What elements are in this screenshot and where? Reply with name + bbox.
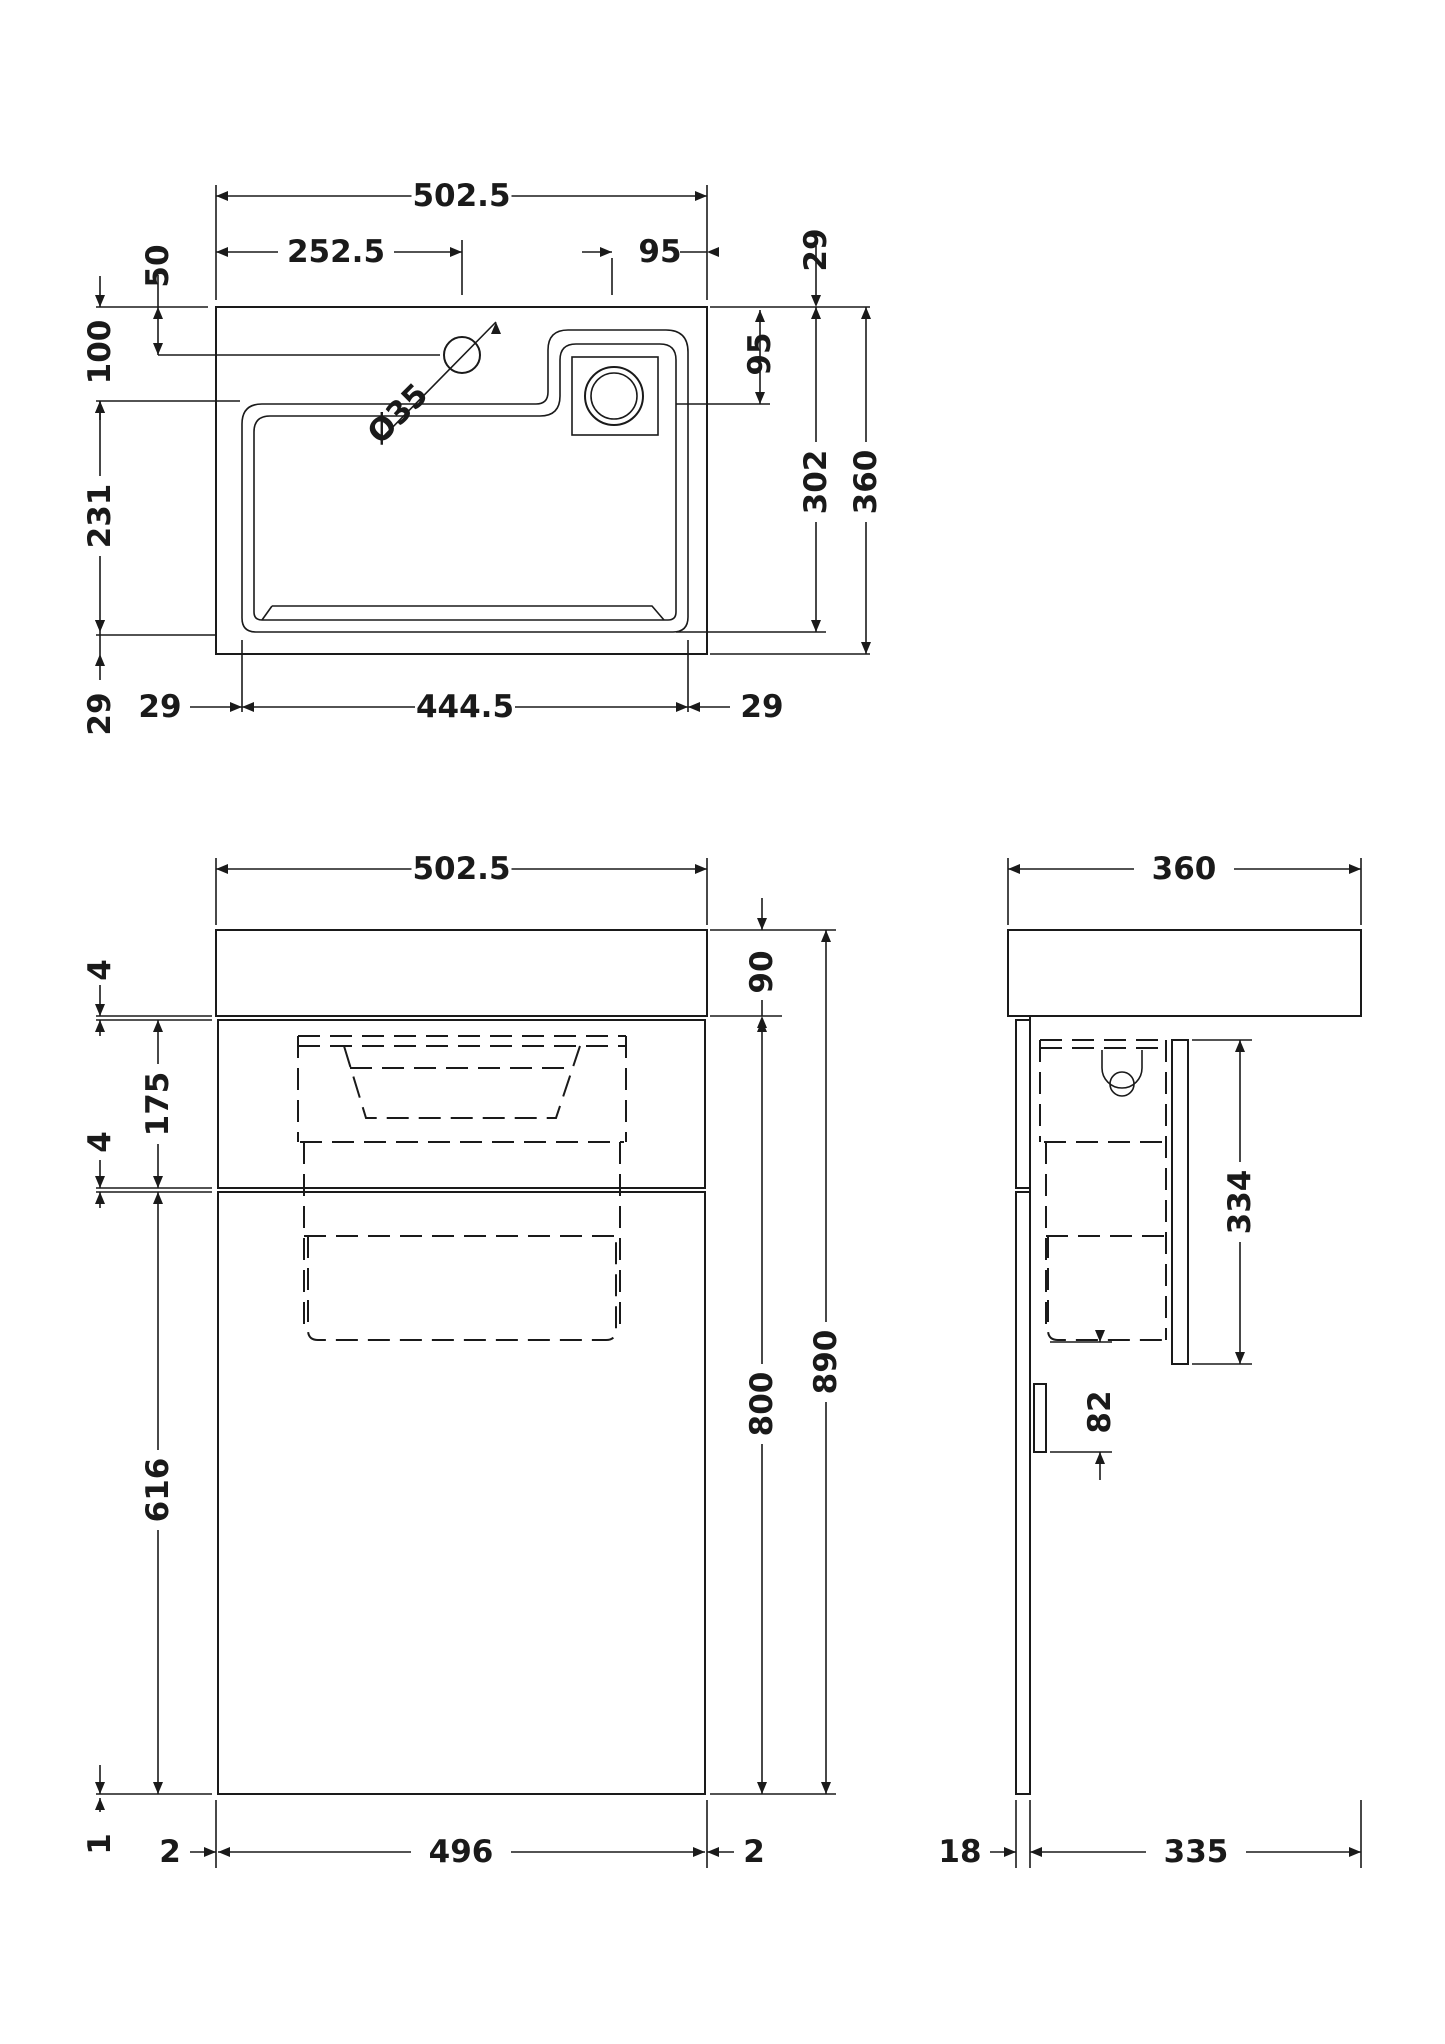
front-drawer (217, 1019, 706, 1189)
dim-plan-overall-depth: 360 (848, 450, 884, 515)
side-trap (1101, 1050, 1143, 1089)
dimension-lines: 502.5 252.5 95 50 100 231 29 29 444.5 29 29 95 302 36… (82, 178, 1362, 1870)
dim-front-left-gap: 2 (159, 1834, 181, 1870)
basin-rim-outer (241, 329, 689, 633)
dim-plan-waste-offset: 95 (742, 332, 778, 375)
dim-front-cabinet-width: 496 (429, 1834, 494, 1870)
front-basin (215, 929, 708, 1017)
dim-plan-bowl-depth: 231 (82, 484, 118, 549)
dim-front-gap-mid: 4 (82, 1131, 118, 1153)
dim-plan-back-rim: 29 (798, 228, 834, 271)
dim-plan-right-rim: 29 (740, 689, 783, 725)
bowl-floor (261, 605, 665, 621)
dim-plan-left-rim: 29 (138, 689, 181, 725)
dim-plan-tap-to-bowl: 100 (82, 320, 118, 385)
tap-hole (443, 336, 481, 374)
dim-front-right-gap: 2 (743, 1834, 765, 1870)
dim-front-overall-height: 890 (808, 1330, 844, 1395)
dim-side-waste-height: 334 (1222, 1170, 1258, 1235)
dim-plan-inner-depth: 302 (798, 450, 834, 515)
waste-circle-outer (584, 366, 644, 426)
dim-side-handle-height: 82 (1082, 1390, 1118, 1433)
dim-side-overall-depth: 360 (1152, 851, 1217, 887)
dim-plan-tap-hole: Ø35 (361, 377, 436, 452)
side-basin (1007, 929, 1362, 1017)
basin-rim-inner (253, 343, 677, 621)
basin-outline (215, 306, 708, 655)
dim-front-cabinet-height: 800 (744, 1372, 780, 1437)
side-door-front (1015, 1191, 1031, 1795)
dim-plan-top-offset: 50 (140, 244, 176, 287)
waste-box (571, 356, 659, 436)
dim-front-basin-height: 90 (744, 950, 780, 993)
plan-view (215, 306, 708, 655)
dim-side-door-thickness: 18 (938, 1834, 981, 1870)
dim-plan-front-rim: 29 (82, 692, 118, 735)
dim-plan-overall-width: 502.5 (412, 178, 510, 214)
dim-front-overall-width: 502.5 (412, 851, 510, 887)
side-handle (1033, 1383, 1047, 1453)
dim-plan-tap-offset: 252.5 (287, 234, 385, 270)
dim-side-cabinet-depth: 335 (1164, 1834, 1229, 1870)
side-back-panel (1171, 1039, 1189, 1365)
dim-front-gap-top: 4 (82, 959, 118, 981)
front-view (215, 929, 708, 1795)
dim-plan-bowl-width: 444.5 (416, 689, 514, 725)
dim-plan-right-offset: 95 (638, 234, 681, 270)
side-view (1007, 929, 1362, 1795)
dim-front-door-height: 616 (140, 1458, 176, 1523)
side-drawer-front (1015, 1019, 1031, 1189)
front-door (217, 1191, 706, 1795)
dim-front-drawer-height: 175 (140, 1072, 176, 1137)
dim-front-bottom-gap: 1 (82, 1833, 118, 1855)
waste-circle-inner (590, 372, 638, 420)
